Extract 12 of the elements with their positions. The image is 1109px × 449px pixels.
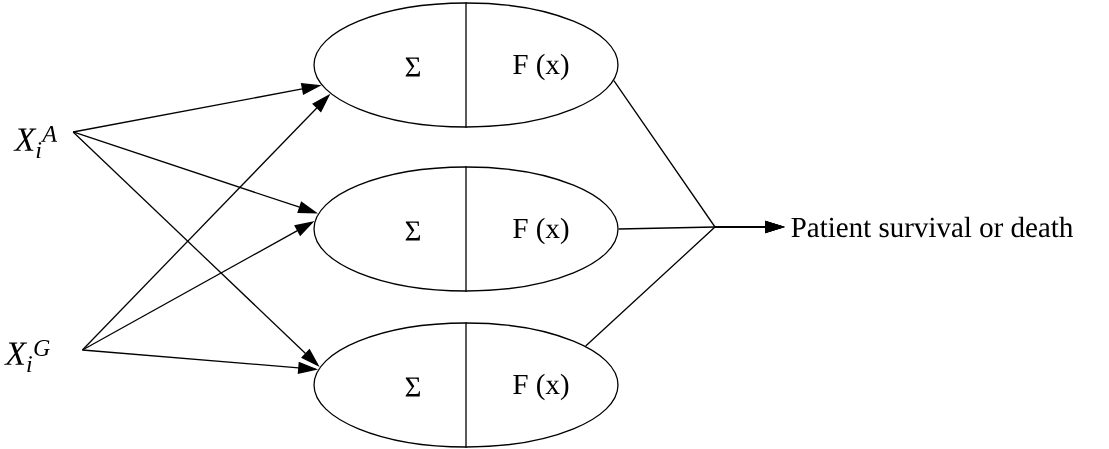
function-label: F (x) (513, 373, 569, 401)
input-label: X$_{i}$G (4, 340, 50, 372)
neuron-ellipse (313, 321, 619, 449)
neuron-ellipse (313, 165, 619, 293)
sum-sign: Σ (405, 57, 420, 77)
sum-sign: Σ (405, 377, 420, 397)
sum-sign: Σ (405, 221, 420, 241)
neuron-ellipse (313, 1, 619, 129)
function-label: F (x) (513, 53, 569, 81)
function-label: F (x) (513, 217, 569, 245)
output-label: Patient survival or death (791, 216, 1073, 238)
input-label: X$_{i}$A (13, 126, 58, 158)
